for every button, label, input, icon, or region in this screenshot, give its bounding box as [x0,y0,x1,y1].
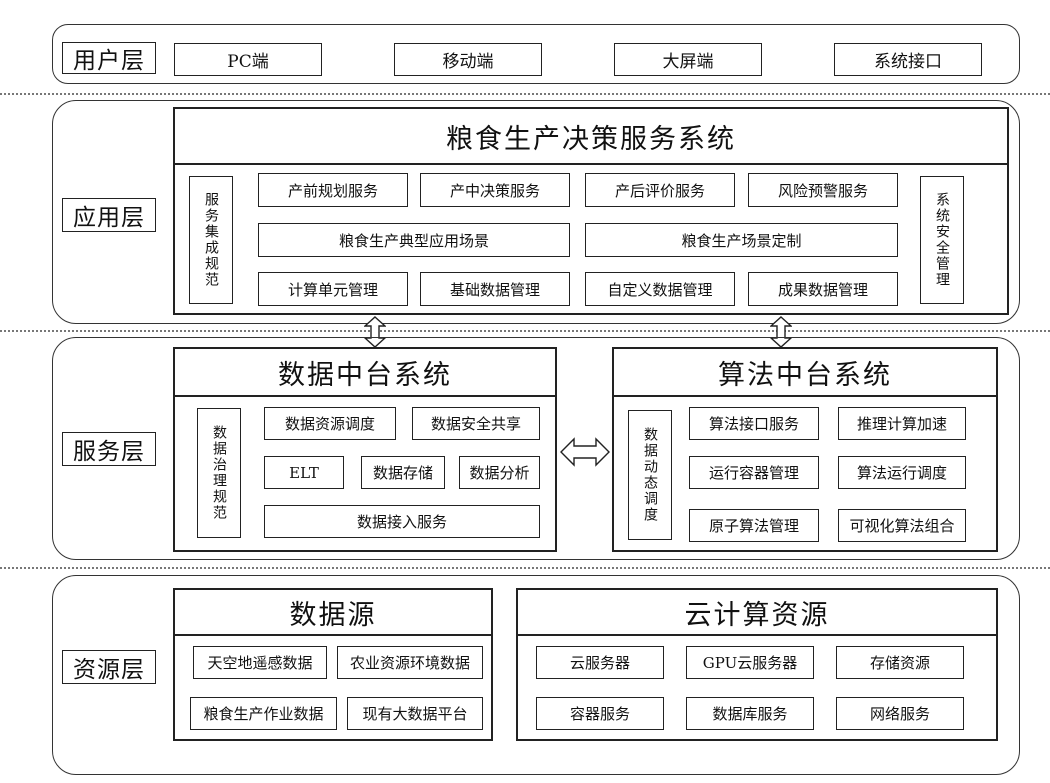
app-right-vertical-box: 系统安全管理 [920,176,964,304]
data-item-resource-schedule: 数据资源调度 [264,407,396,440]
algo-item-inference-accel: 推理计算加速 [838,407,966,440]
app-item-compute-unit: 计算单元管理 [258,272,408,306]
user-layer-panel [52,24,1020,84]
data-item-ingest: 数据接入服务 [264,505,540,538]
cloud-item-gpu-server: GPU云服务器 [686,646,814,679]
arrow-data-algo-icon [560,437,610,467]
app-item-riskwarning: 风险预警服务 [748,173,898,207]
resource-layer-panel [52,575,1020,775]
source-item-production-ops: 粮食生产作业数据 [190,697,337,730]
algo-item-atomic-manage: 原子算法管理 [689,509,819,542]
app-item-result-data: 成果数据管理 [748,272,898,306]
app-item-scene-custom: 粮食生产场景定制 [585,223,898,257]
source-item-remote-sensing: 天空地遥感数据 [193,646,327,679]
app-system-title: 粮食生产决策服务系统 [175,109,1007,165]
algo-item-interface: 算法接口服务 [689,407,819,440]
app-item-postevaluate: 产后评价服务 [585,173,735,207]
resource-layer-label: 资源层 [62,650,156,684]
source-item-agri-environment: 农业资源环境数据 [337,646,483,679]
algo-platform-vertical-box: 数据动态调度 [628,410,672,540]
data-item-storage: 数据存储 [361,456,445,489]
data-item-analysis: 数据分析 [459,456,540,489]
app-item-base-data: 基础数据管理 [420,272,570,306]
app-layer-panel [52,100,1020,324]
separator-2 [0,330,1050,332]
app-left-vertical-box: 服务集成规范 [189,176,233,304]
service-layer-label: 服务层 [62,432,156,466]
algo-platform-title: 算法中台系统 [614,349,996,397]
user-item-pc: PC端 [174,43,322,76]
cloud-item-database: 数据库服务 [686,697,814,730]
data-platform-title: 数据中台系统 [175,349,555,397]
algo-item-run-schedule: 算法运行调度 [838,456,966,489]
cloud-item-storage: 存储资源 [836,646,964,679]
cloud-item-network: 网络服务 [836,697,964,730]
user-layer-label: 用户层 [62,42,156,74]
app-item-typical-scene: 粮食生产典型应用场景 [258,223,570,257]
app-item-custom-data: 自定义数据管理 [585,272,735,306]
data-item-elt: ELT [264,456,344,489]
source-item-bigdata-platform: 现有大数据平台 [347,697,483,730]
cloud-item-server: 云服务器 [536,646,664,679]
app-layer-label: 应用层 [62,198,156,232]
cloud-item-container: 容器服务 [536,697,664,730]
service-layer-panel [52,337,1020,560]
data-platform-vertical-box: 数据治理规范 [197,408,241,538]
data-platform-vertical-text: 数据治理规范 [211,425,227,521]
cloud-title: 云计算资源 [518,590,996,636]
algo-item-visual-compose: 可视化算法组合 [838,509,966,542]
app-item-preplan: 产前规划服务 [258,173,408,207]
separator-3 [0,567,1050,569]
app-right-vertical-text: 系统安全管理 [934,192,950,288]
app-item-midproduction: 产中决策服务 [420,173,570,207]
user-item-mobile: 移动端 [394,43,542,76]
user-item-api: 系统接口 [834,43,982,76]
user-item-bigscreen: 大屏端 [614,43,762,76]
app-left-vertical-text: 服务集成规范 [203,192,219,288]
data-source-title: 数据源 [175,590,491,636]
data-item-secure-share: 数据安全共享 [412,407,540,440]
algo-item-container-manage: 运行容器管理 [689,456,819,489]
algo-platform-vertical-text: 数据动态调度 [642,427,658,523]
separator-1 [0,93,1050,95]
